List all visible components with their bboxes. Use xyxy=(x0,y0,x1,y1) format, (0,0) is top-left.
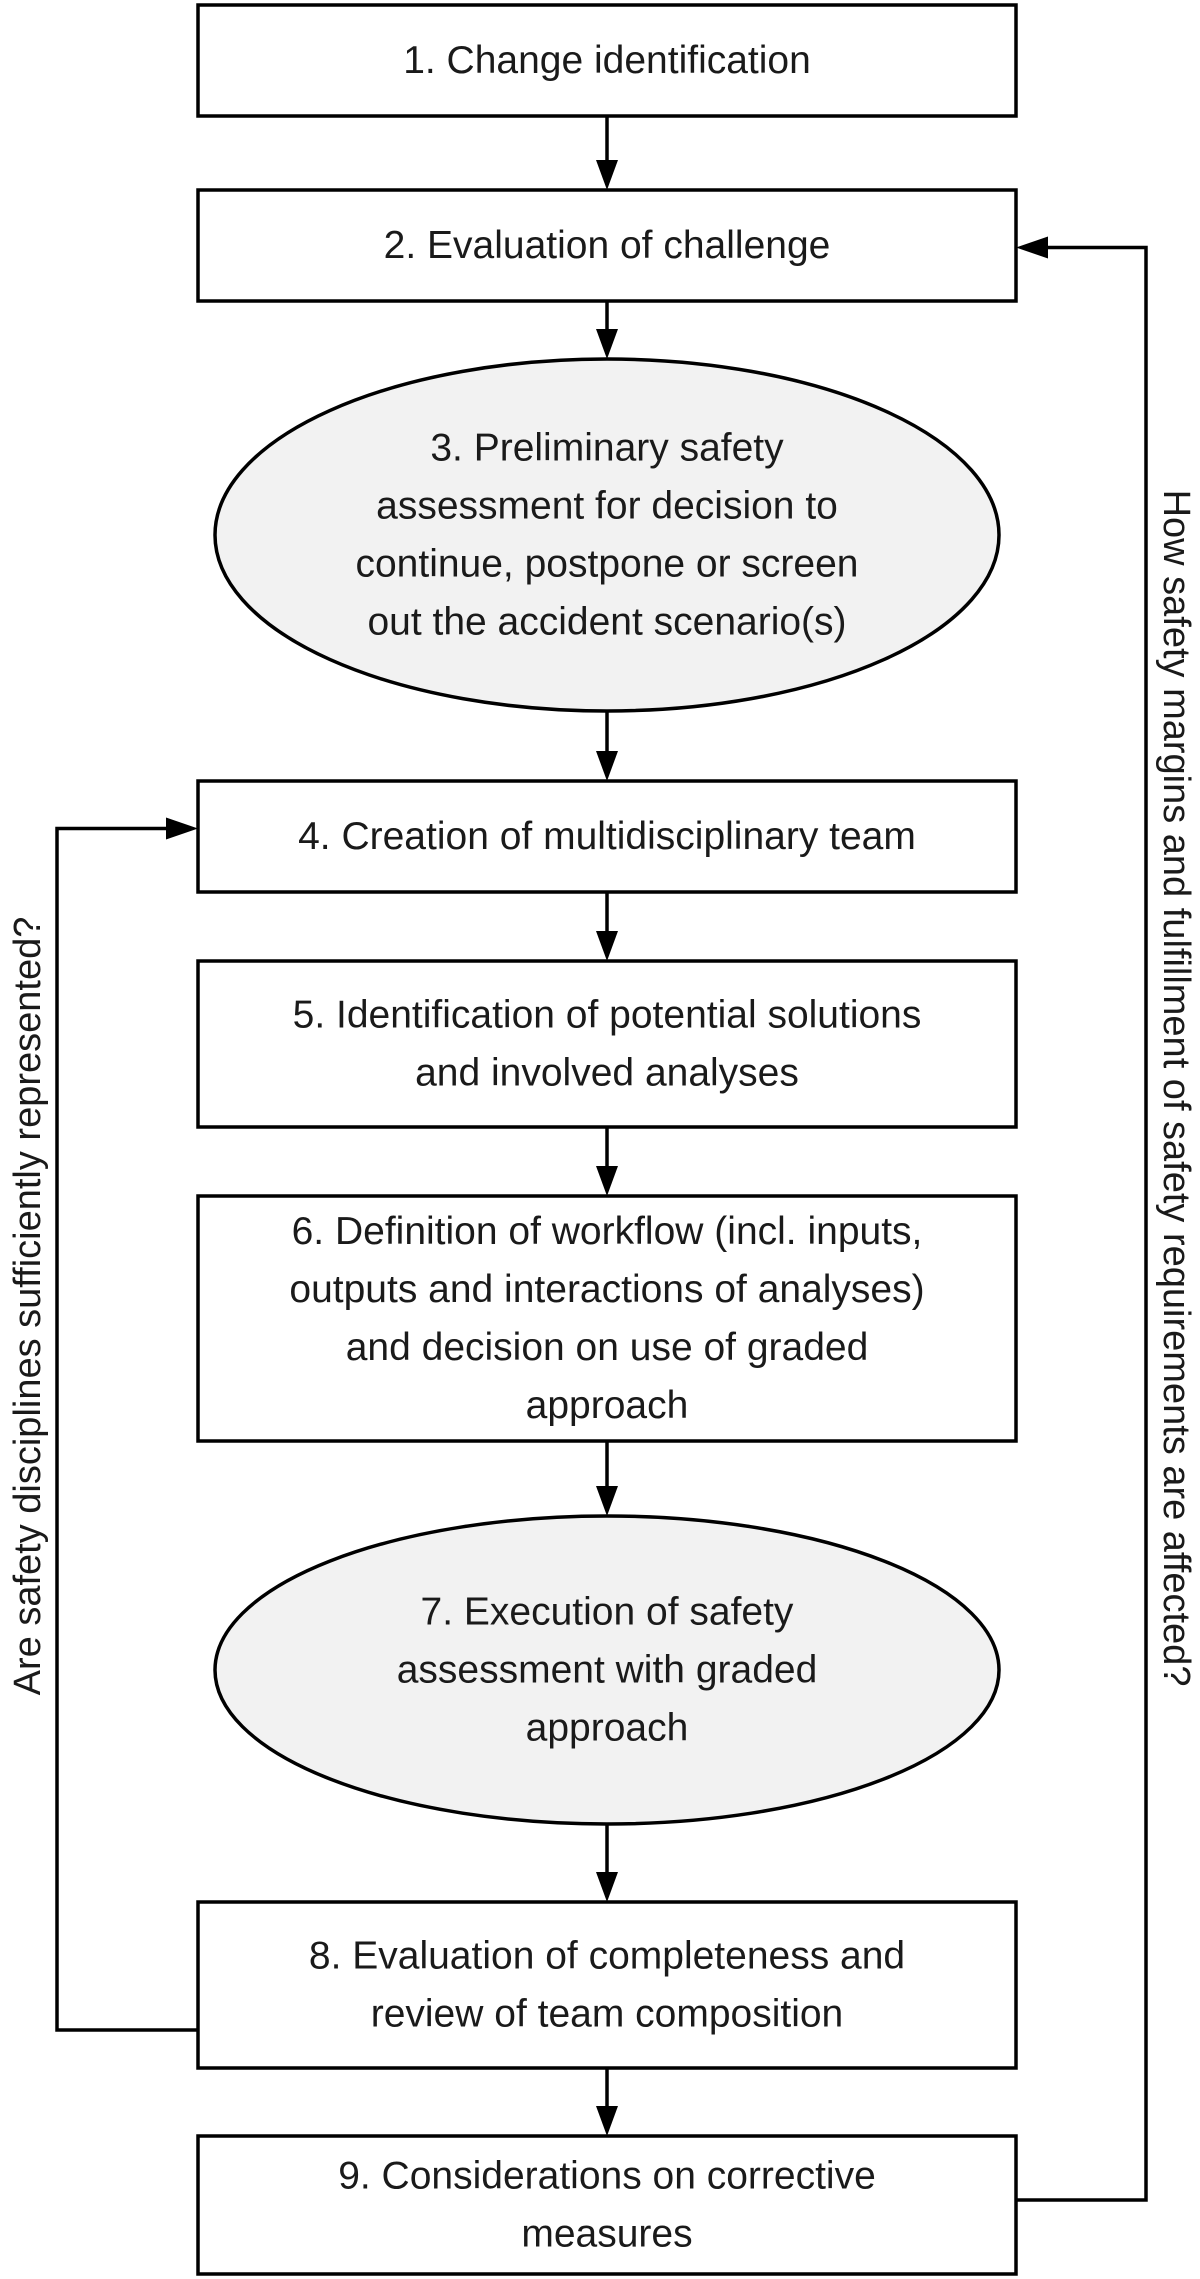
flowchart-shapes xyxy=(196,3,1018,2276)
step-3-label-line-1: 3. Preliminary safety xyxy=(430,427,784,470)
step-2-box xyxy=(196,188,1018,303)
step-9-label-line-2: measures xyxy=(521,2213,692,2256)
step-6-label-line-4: approach xyxy=(526,1384,689,1427)
step-8-label-line-2: review of team composition xyxy=(371,1993,844,2036)
step-2-label-line-1: 2. Evaluation of challenge xyxy=(384,224,831,267)
arrow-3-to-4-head xyxy=(596,751,618,781)
arrow-6-to-7-head xyxy=(596,1486,618,1516)
step-6-label-line-2: outputs and interactions of analyses) xyxy=(289,1268,924,1311)
flowchart-labels: 1. Change identification 2. Evaluation of… xyxy=(289,39,924,2256)
step-7-label-line-2: assessment with graded xyxy=(397,1649,818,1692)
arrow-7-to-8-head xyxy=(596,1872,618,1902)
arrow-2-to-3-head xyxy=(596,329,618,359)
step-7-label-line-1: 7. Execution of safety xyxy=(421,1591,794,1634)
step-3-label-line-2: assessment for decision to xyxy=(376,485,838,528)
arrow-4-to-5-head xyxy=(596,931,618,961)
step-4-label-line-1: 4. Creation of multidisciplinary team xyxy=(298,815,916,858)
step-5-label-line-1: 5. Identification of potential solutions xyxy=(293,994,922,1037)
right-feedback-line xyxy=(1016,245,1148,2202)
step-5-label-line-2: and involved analyses xyxy=(415,1052,799,1095)
flowchart-connectors xyxy=(55,116,1148,2202)
step-3-label-line-3: continue, postpone or screen xyxy=(355,543,858,586)
arrow-8-to-9-head xyxy=(596,2106,618,2136)
step-8-label-line-1: 8. Evaluation of completeness and xyxy=(309,1935,905,1978)
step-4-box xyxy=(196,779,1018,894)
step-6-label-line-1: 6. Definition of workflow (incl. inputs, xyxy=(292,1210,923,1253)
step-3-label-line-4: out the accident scenario(s) xyxy=(367,601,846,644)
step-5-box xyxy=(196,959,1018,1129)
step-3-ellipse xyxy=(213,357,1001,713)
step-9-label-line-1: 9. Considerations on corrective xyxy=(338,2155,876,2198)
step-1-label-line-1: 1. Change identification xyxy=(403,39,811,82)
arrow-1-to-2-head xyxy=(596,160,618,190)
right-feedback-arrow-head xyxy=(1016,236,1048,259)
step-7-label-line-3: approach xyxy=(526,1707,689,1750)
arrow-5-to-6-head xyxy=(596,1166,618,1196)
step-9-box xyxy=(196,2134,1018,2276)
step-8-box xyxy=(196,1900,1018,2070)
left-feedback-label: Are safety disciplines sufficiently repr… xyxy=(7,917,49,1696)
step-1-box xyxy=(196,3,1018,118)
left-feedback-arrow-head xyxy=(166,817,198,840)
step-6-label-line-3: and decision on use of graded xyxy=(346,1326,869,1369)
right-feedback-label: How safety margins and fulfillment of sa… xyxy=(1155,490,1197,1687)
left-feedback-line xyxy=(55,826,198,2032)
